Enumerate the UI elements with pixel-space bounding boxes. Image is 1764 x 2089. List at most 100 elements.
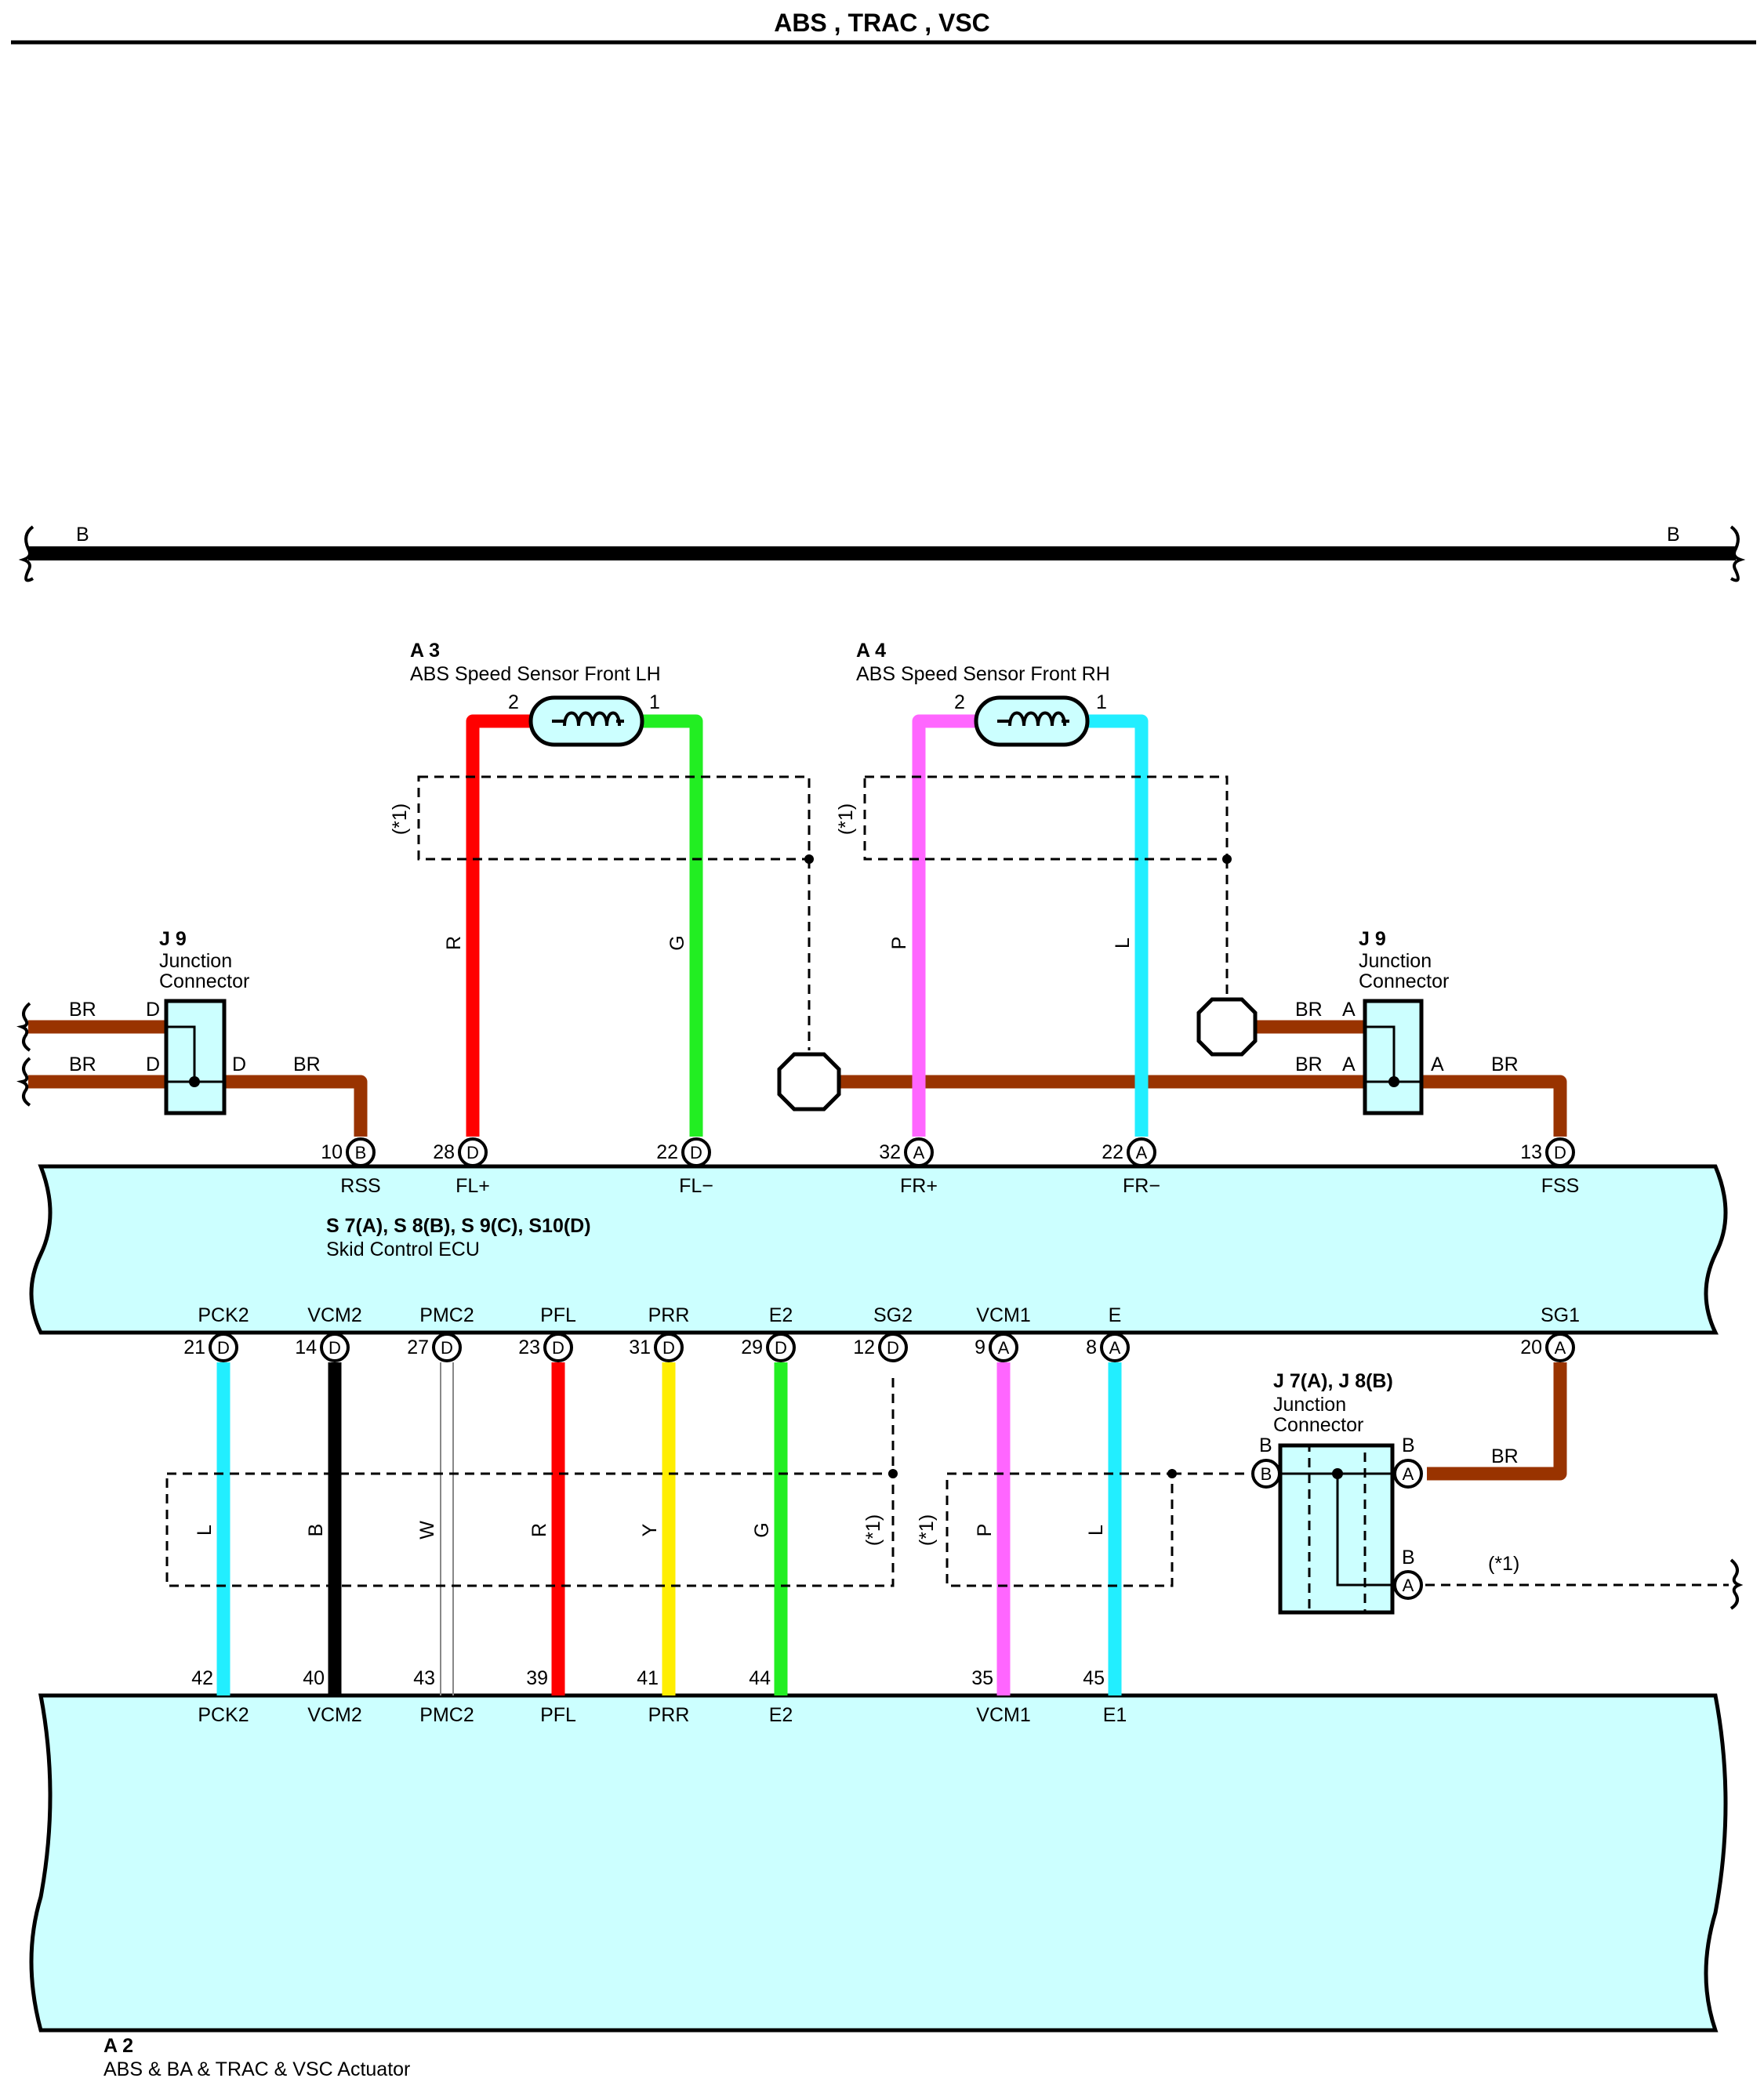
ecu-pin: PCK2 21 D <box>183 1304 249 1362</box>
pin-signal: RSS <box>340 1175 380 1197</box>
pin-number: 44 <box>749 1667 771 1689</box>
wire-color-label: BR <box>1295 999 1323 1021</box>
junction-node <box>189 1076 200 1087</box>
ecu-pin: 13 D FSS <box>1520 1137 1579 1197</box>
wire-color-label: P <box>888 937 910 950</box>
junction-node <box>1332 1468 1343 1479</box>
coil-icon <box>1008 711 1066 727</box>
sensor-pin: 1 <box>649 691 660 713</box>
shield-node <box>1222 854 1232 864</box>
pin-number: 35 <box>971 1667 993 1689</box>
br-wire-fss <box>1421 1075 1567 1137</box>
ground-icon <box>1196 997 1258 1057</box>
wire-color-label: BR <box>293 1054 321 1075</box>
junction-pin: D <box>146 1054 160 1075</box>
shield-note: (*1) <box>389 803 411 835</box>
wire-color-label: BR <box>69 1054 96 1075</box>
shield-box-lh <box>417 775 811 861</box>
sensor-code: A 4 <box>856 640 886 662</box>
wire-fl-plus <box>466 714 533 1137</box>
pin-signal: SG1 <box>1541 1304 1580 1326</box>
pin-letter: A <box>1403 1576 1414 1595</box>
pin-number: 8 <box>1086 1336 1097 1358</box>
ecu-pin: E2 29 D <box>741 1304 796 1362</box>
ecu-bottom-pins: PCK2 21 D VCM2 14 D PMC2 27 D PFL 23 D P… <box>183 1304 1580 1362</box>
pin-signal: FR+ <box>900 1175 938 1197</box>
pin-signal: E2 <box>769 1704 793 1726</box>
ecu-pin: PRR 31 D <box>629 1304 690 1362</box>
shield-node <box>804 854 814 864</box>
sensor-pin: 1 <box>1096 691 1107 713</box>
wire-color-label: B <box>305 1524 327 1537</box>
pin-letter: A <box>998 1338 1010 1358</box>
br-wire-sg1 <box>1427 1362 1567 1481</box>
pin-signal: PRR <box>648 1704 690 1726</box>
ecu-pin: SG1 20 A <box>1520 1304 1580 1362</box>
shields <box>165 775 1729 1587</box>
wire-break-icon <box>1730 1558 1744 1610</box>
junction-j9-right: J 9 Junction Connector A A A BR BR BR <box>1295 928 1519 1115</box>
connector-pin <box>766 1333 796 1362</box>
wire-break-icon <box>16 1002 31 1052</box>
pin-letter: D <box>217 1338 230 1358</box>
ecu-top-pins: 10 B RSS 28 D FL+ 22 D FL− 32 A FR+ 22 A <box>321 1137 1579 1197</box>
pin-number: 43 <box>413 1667 435 1689</box>
ecu-pin: PMC2 27 D <box>407 1304 474 1362</box>
ecu-pin: SG2 12 D <box>853 1304 913 1362</box>
pin-letter: B <box>355 1143 367 1162</box>
coil-icon <box>563 711 621 727</box>
junction-label: Connector <box>159 970 249 992</box>
pin-number: 13 <box>1520 1141 1542 1163</box>
pin-letter: A <box>1136 1143 1148 1162</box>
connector-pin <box>1127 1137 1156 1167</box>
wire-color-label: L <box>1085 1525 1107 1536</box>
wire-color-label: W <box>416 1521 438 1540</box>
sensor-wires <box>466 714 1149 1137</box>
shield-node <box>888 1469 898 1478</box>
pin-signal: E <box>1109 1304 1122 1326</box>
pin-signal: PCK2 <box>198 1704 249 1726</box>
ecu-pin: PFL 23 D <box>518 1304 576 1362</box>
wire-color-label: L <box>1112 938 1134 948</box>
ecu-pin: 22 D FL− <box>656 1137 713 1197</box>
junction-bridge <box>1280 1472 1408 1587</box>
junction-code: J 7(A), J 8(B) <box>1273 1370 1393 1392</box>
bus-label-right: B <box>1667 524 1680 546</box>
connector-pin <box>681 1137 711 1167</box>
ecu-pin: VCM2 14 D <box>295 1304 362 1362</box>
pin-signal: PFL <box>540 1704 576 1726</box>
junction-pin-label: B <box>1259 1434 1272 1456</box>
wire-color-label: P <box>974 1524 996 1537</box>
pin-number: 31 <box>629 1336 651 1358</box>
junction-code: J 9 <box>159 928 187 950</box>
pin-number: 29 <box>741 1336 763 1358</box>
pin-signal: PFL <box>540 1304 576 1326</box>
sensor-code: A 3 <box>410 640 440 662</box>
connector-pin <box>432 1333 462 1362</box>
junction-pin: D <box>232 1054 246 1075</box>
sensor-a3: A 3 ABS Speed Sensor Front LH 2 1 <box>410 640 661 747</box>
ecu-pin: 32 A FR+ <box>879 1137 938 1197</box>
sensor-pin: 2 <box>954 691 965 713</box>
connector-pin <box>1393 1459 1423 1489</box>
pin-letter: B <box>1261 1464 1272 1484</box>
junction-pin: D <box>146 999 160 1021</box>
junction-label: Connector <box>1359 970 1449 992</box>
pin-number: 32 <box>879 1141 901 1163</box>
connector-pin <box>346 1137 376 1167</box>
actuator-code: A 2 <box>103 2035 133 2057</box>
pin-number: 22 <box>1102 1141 1123 1163</box>
pin-letter: A <box>1555 1338 1566 1358</box>
pin-letter: D <box>552 1338 564 1358</box>
pin-signal: PRR <box>648 1304 690 1326</box>
ecu-code: S 7(A), S 8(B), S 9(C), S10(D) <box>326 1215 591 1237</box>
ecu-pin: 28 D FL+ <box>433 1137 490 1197</box>
pin-number: 9 <box>975 1336 985 1358</box>
pin-signal: VCM1 <box>976 1704 1030 1726</box>
ecu-name: Skid Control ECU <box>326 1239 480 1260</box>
pin-signal: E1 <box>1103 1704 1127 1726</box>
pin-number: 41 <box>637 1667 659 1689</box>
ecu-pin: E 8 A <box>1086 1304 1130 1362</box>
junction-label: Junction <box>159 950 232 972</box>
